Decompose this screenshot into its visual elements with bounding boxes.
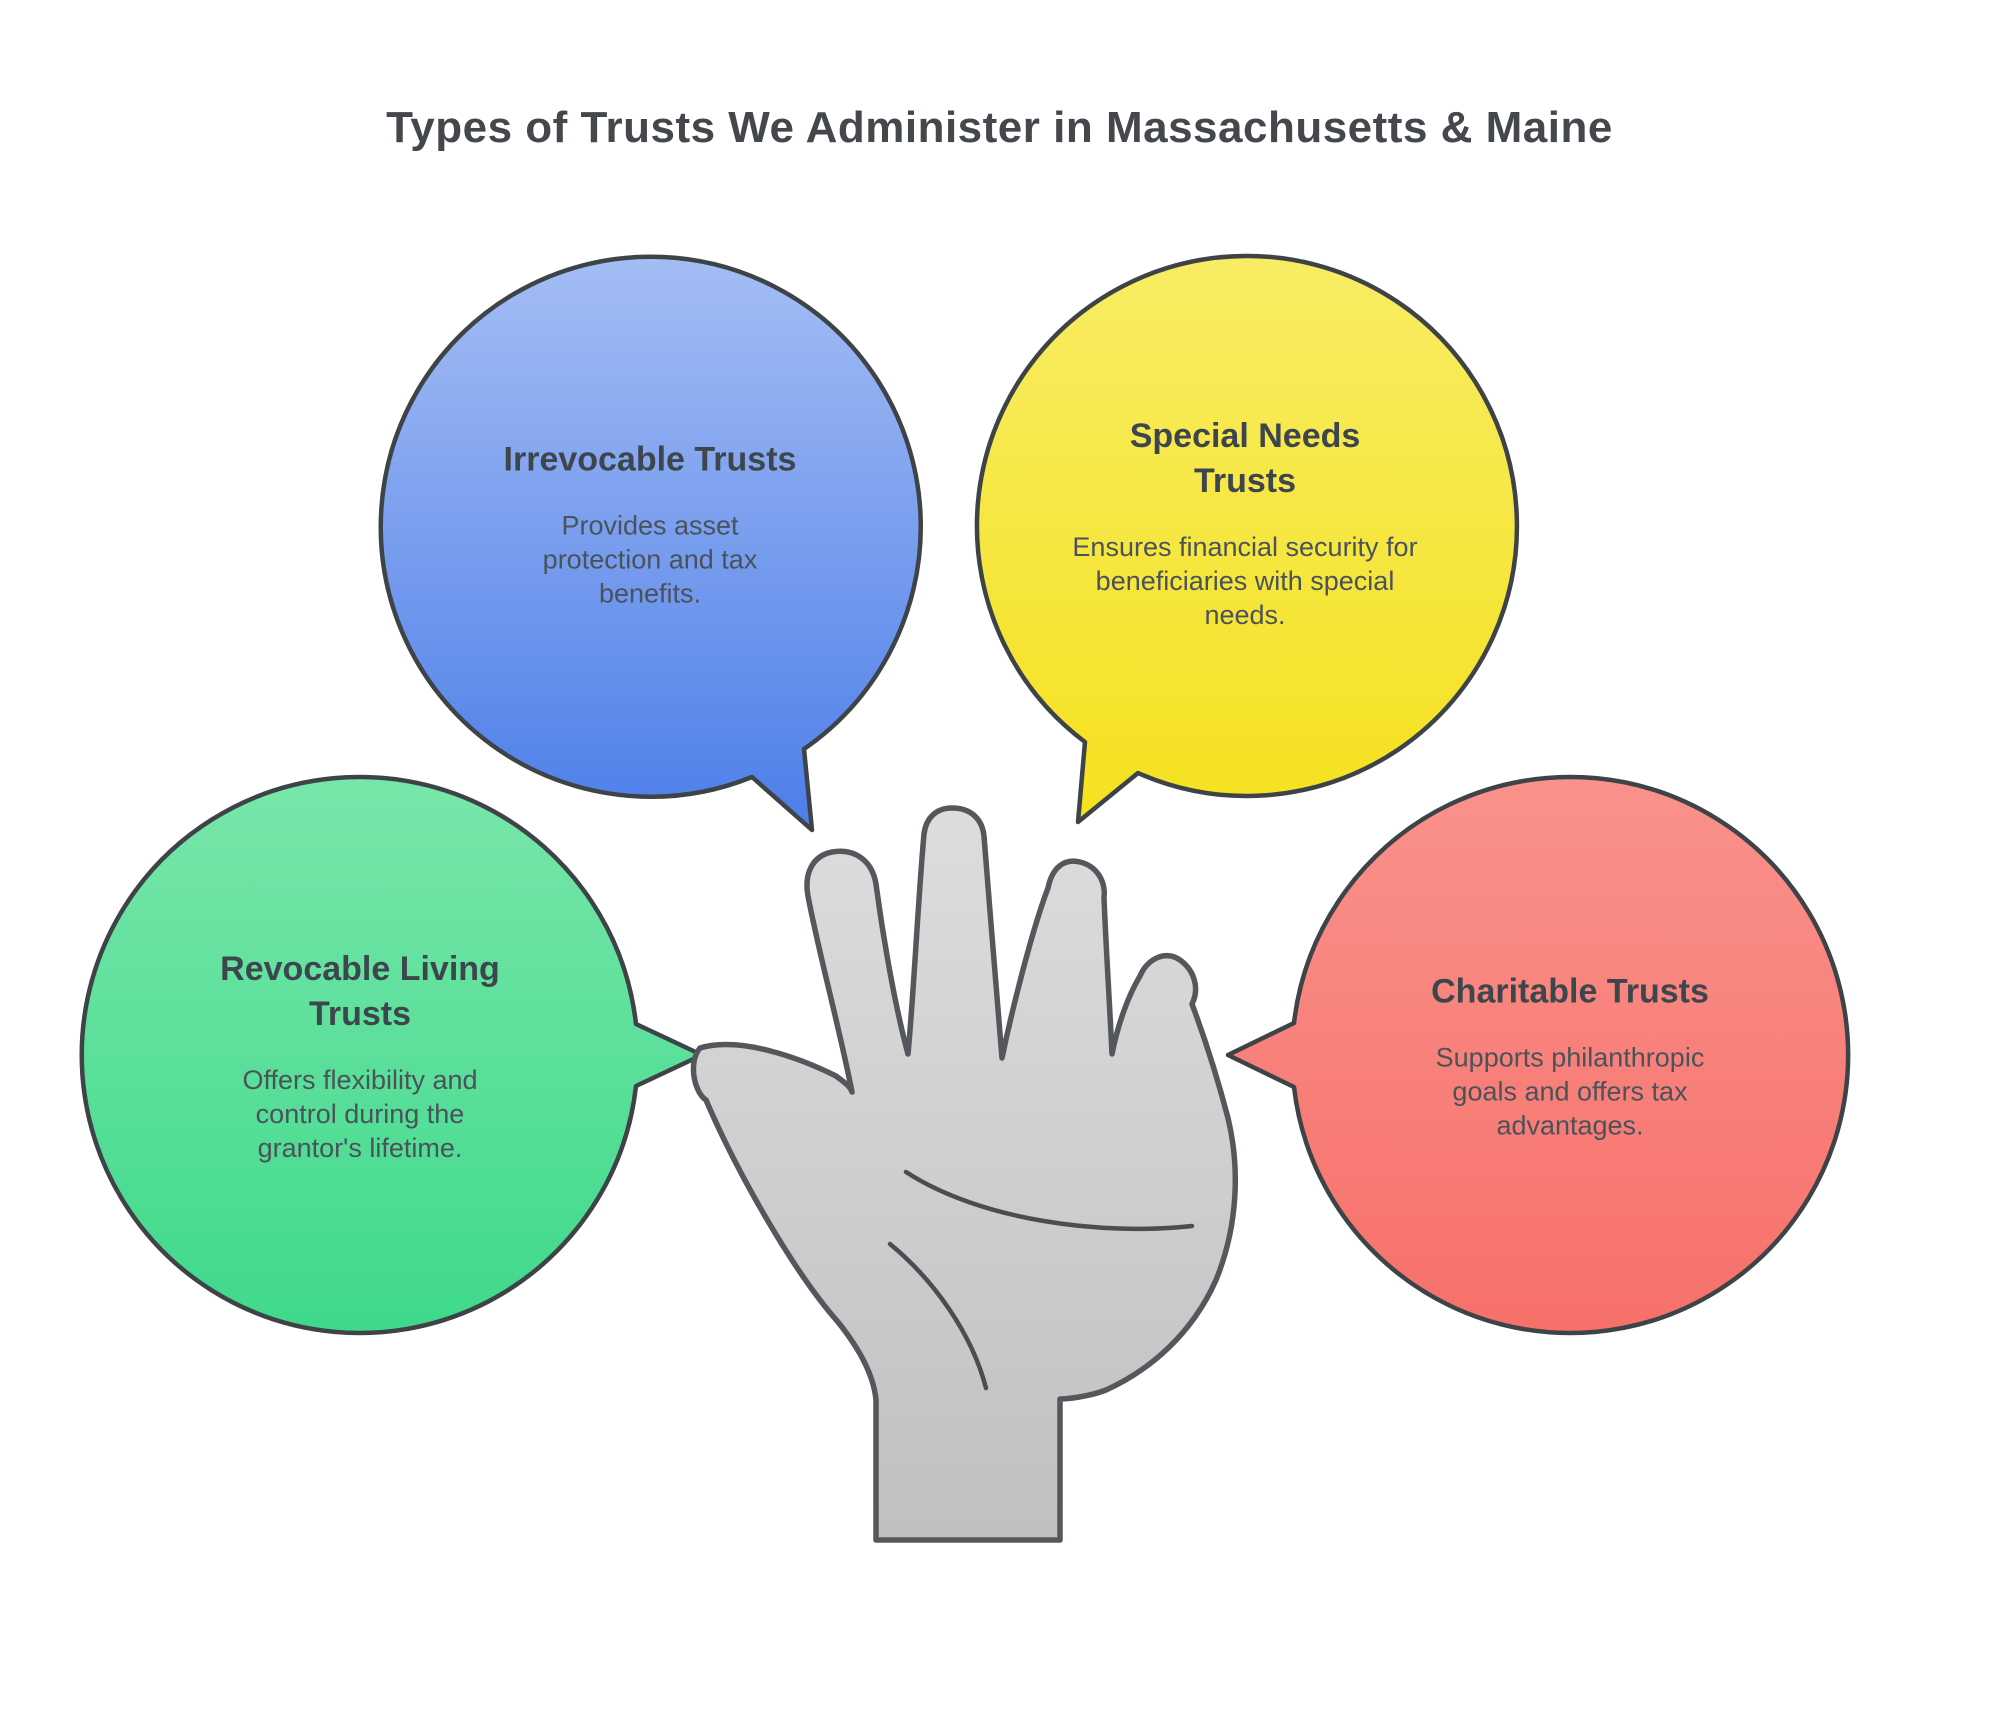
bubble-heading: Charitable Trusts bbox=[1431, 972, 1709, 1011]
irrevocable-trusts-label: Irrevocable Trusts Provides asset protec… bbox=[430, 438, 870, 611]
bubble-body: Offers flexibility and control during th… bbox=[242, 1064, 478, 1163]
special-needs-trusts-bubble-shape bbox=[974, 253, 1520, 825]
open-palm-hand-icon bbox=[690, 805, 1239, 1543]
revocable-living-trusts-label: Revocable Living Trusts Offers flexibili… bbox=[140, 947, 580, 1165]
bubble-body: Ensures financial security for beneficia… bbox=[1072, 531, 1418, 630]
page-title: Types of Trusts We Administer in Massach… bbox=[386, 103, 1613, 153]
irrevocable-trusts-bubble-shape bbox=[378, 254, 924, 833]
revocable-living-trusts-bubble-shape bbox=[79, 774, 705, 1336]
palm-crease-line-upper bbox=[903, 1169, 1195, 1232]
charitable-trusts-bubble-shape bbox=[1225, 774, 1851, 1336]
bubble-body: Provides asset protection and tax benefi… bbox=[542, 510, 758, 609]
bubble-heading: Irrevocable Trusts bbox=[503, 440, 797, 479]
bubble-body: Supports philanthropic goals and offers … bbox=[1435, 1042, 1705, 1141]
special-needs-trusts-label: Special Needs Trusts Ensures financial s… bbox=[1025, 414, 1465, 632]
bubble-heading: Special Needs Trusts bbox=[1129, 417, 1361, 500]
palm-crease-line-lower bbox=[887, 1241, 989, 1391]
bubble-heading: Revocable Living Trusts bbox=[220, 950, 500, 1033]
charitable-trusts-label: Charitable Trusts Supports philanthropic… bbox=[1350, 970, 1790, 1143]
